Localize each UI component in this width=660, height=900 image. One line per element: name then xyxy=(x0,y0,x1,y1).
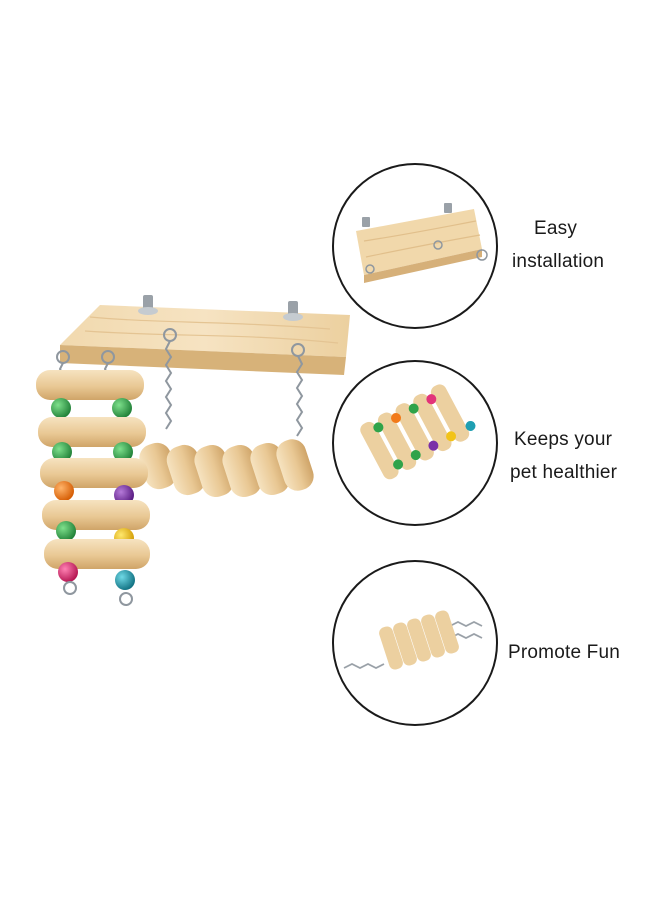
feature-circle-installation xyxy=(332,163,498,329)
bridge-dowels xyxy=(139,439,314,498)
platform-board-edge xyxy=(60,345,346,375)
feature-label-line-1: Keeps your xyxy=(514,429,613,450)
platform-board-top xyxy=(60,305,350,357)
bridge-chains xyxy=(163,328,305,437)
bridge-icon xyxy=(343,610,483,670)
feature-label-installation: Easy installation xyxy=(512,212,604,279)
feature-label-line-1: Easy xyxy=(534,218,578,239)
feature-label-line-2: installation xyxy=(512,251,605,273)
product-photo xyxy=(30,295,360,625)
feature-label-line-2: pet healthier xyxy=(510,462,618,484)
feature-label-healthier: Keeps your pet healthier xyxy=(510,423,617,490)
feature-label-fun: Promote Fun xyxy=(508,636,620,669)
platform-icon xyxy=(356,203,488,283)
ladder-icon xyxy=(360,384,476,480)
ladder xyxy=(36,370,150,606)
feature-circle-healthier xyxy=(332,360,498,526)
feature-label-line-1: Promote Fun xyxy=(508,642,621,663)
feature-circle-fun xyxy=(332,560,498,726)
parrot-platform-illustration xyxy=(36,295,350,606)
